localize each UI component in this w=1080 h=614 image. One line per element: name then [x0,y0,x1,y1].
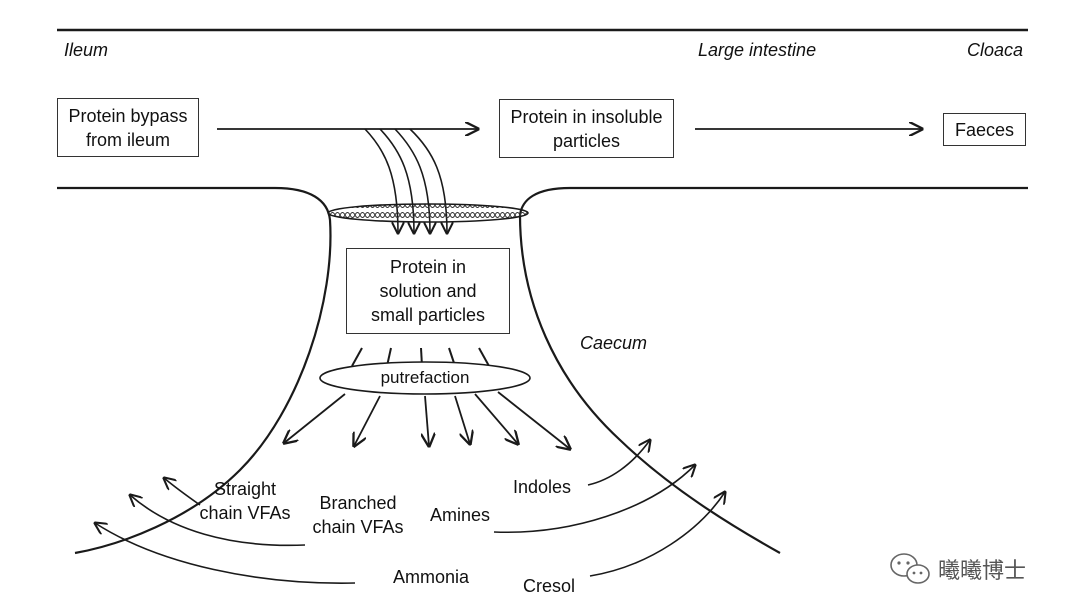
label-large-intestine: Large intestine [698,40,817,60]
product-cresol: Cresol [523,576,576,596]
box-protein-solution-text: Protein in solution and small particles [370,257,486,325]
watermark-text: 曦曦博士 [938,559,1027,584]
label-ileum: Ileum [64,40,109,60]
box-protein-bypass: Protein bypass from ileum [57,98,199,157]
arrow-to-indoles-2 [474,393,518,444]
product-straight-chain-vfas: Straight chain VFAs [195,477,295,525]
product-straight-chain-vfas-text: Straight chain VFAs [199,479,291,523]
right-wall-line [518,186,1028,554]
product-branched-chain-vfas: Branched chain VFAs [308,491,408,539]
product-ammonia: Ammonia [393,567,470,587]
absorption-curve-cresol [589,492,725,577]
wechat-icon [890,553,930,584]
box-faeces-text: Faeces [954,119,1015,140]
arrow-to-indoles-1 [454,395,470,444]
product-amines: Amines [430,505,491,525]
absorption-curve-indoles [587,440,650,486]
putrefaction-ellipse [319,361,531,395]
product-branched-chain-vfas-text: Branched chain VFAs [312,493,404,537]
box-protein-solution: Protein in solution and small particles [346,248,510,334]
box-protein-insoluble-text: Protein in insoluble particles [510,106,663,151]
label-caecum: Caecum [580,333,648,353]
caecum-entrance-mesh [327,203,529,223]
absorption-curve-amines [493,465,695,534]
arrow-to-branched-vfas [354,395,381,446]
absorption-curve-ammonia [95,523,356,584]
box-faeces: Faeces [943,113,1026,146]
arrow-to-straight-vfas [284,393,346,443]
arrow-to-amines [425,395,429,446]
absorption-curve-branched-vfas [130,495,306,547]
product-indoles: Indoles [513,477,572,497]
arrow-to-cresol [497,391,570,449]
tick-1 [351,347,363,367]
label-putrefaction: putrefaction [380,368,470,387]
label-cloaca: Cloaca [967,40,1024,60]
box-protein-bypass-text: Protein bypass from ileum [68,105,188,150]
left-wall-line [57,186,332,555]
absorption-curve-straight-vfas [164,478,201,506]
tick-5 [478,347,490,367]
box-protein-insoluble: Protein in insoluble particles [499,99,674,158]
